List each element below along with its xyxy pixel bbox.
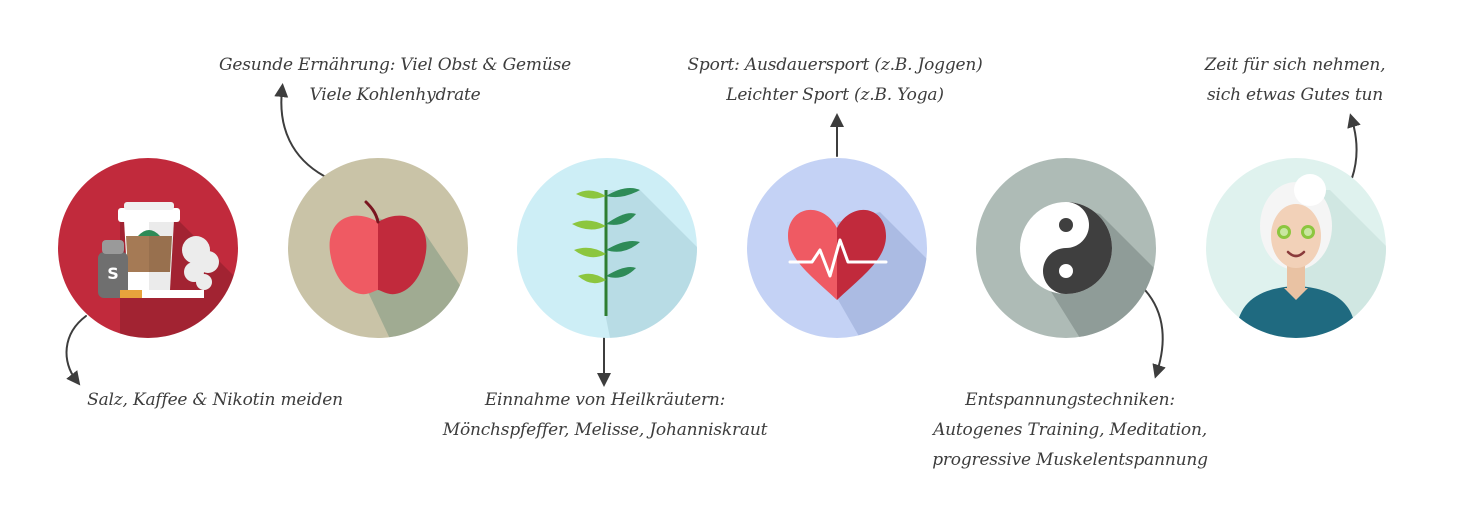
label-line: Sport: Ausdauersport (z.B. Joggen) (687, 55, 983, 75)
label-line: Mönchspfeffer, Melisse, Johanniskraut (442, 420, 768, 440)
label-self-care: Zeit für sich nehmen, sich etwas Gutes t… (1180, 50, 1410, 110)
label-avoid-salt-coffee-nicotine: Salz, Kaffee & Nikotin meiden (70, 385, 360, 415)
label-line: Gesunde Ernährung: Viel Obst & Gemüse (219, 55, 571, 75)
label-line: sich etwas Gutes tun (1206, 85, 1384, 105)
arrow-salt (65, 315, 87, 386)
arrow-self (1347, 113, 1361, 179)
label-line: Leichter Sport (z.B. Yoga) (726, 85, 944, 105)
label-line: progressive Muskelentspannung (932, 450, 1208, 470)
relaxing-woman-icon (1206, 158, 1386, 338)
herb-branch-icon (517, 158, 697, 338)
svg-text:S: S (107, 264, 119, 283)
label-line: Entspannungstechniken: (965, 390, 1175, 410)
label-line: Autogenes Training, Meditation, (933, 420, 1207, 440)
label-medicinal-herbs: Einnahme von Heilkräutern: Mönchspfeffer… (430, 385, 780, 445)
label-line: Viele Kohlenhydrate (309, 85, 481, 105)
yin-yang-icon (976, 158, 1156, 338)
arrow-diet (274, 83, 325, 177)
coffee-salt-cigarette-icon: S (58, 158, 238, 338)
label-relaxation-techniques: Entspannungstechniken: Autogenes Trainin… (920, 385, 1220, 475)
arrow-relax (1144, 289, 1166, 379)
connector-arrows (65, 83, 1361, 387)
label-sport: Sport: Ausdauersport (z.B. Joggen) Leich… (660, 50, 1010, 110)
apple-icon (288, 158, 468, 338)
label-line: Zeit für sich nehmen, (1204, 55, 1386, 75)
label-healthy-diet: Gesunde Ernährung: Viel Obst & Gemüse Vi… (205, 50, 585, 110)
label-line: Salz, Kaffee & Nikotin meiden (87, 390, 343, 410)
label-line: Einnahme von Heilkräutern: (484, 390, 726, 410)
heartbeat-icon (747, 158, 927, 338)
